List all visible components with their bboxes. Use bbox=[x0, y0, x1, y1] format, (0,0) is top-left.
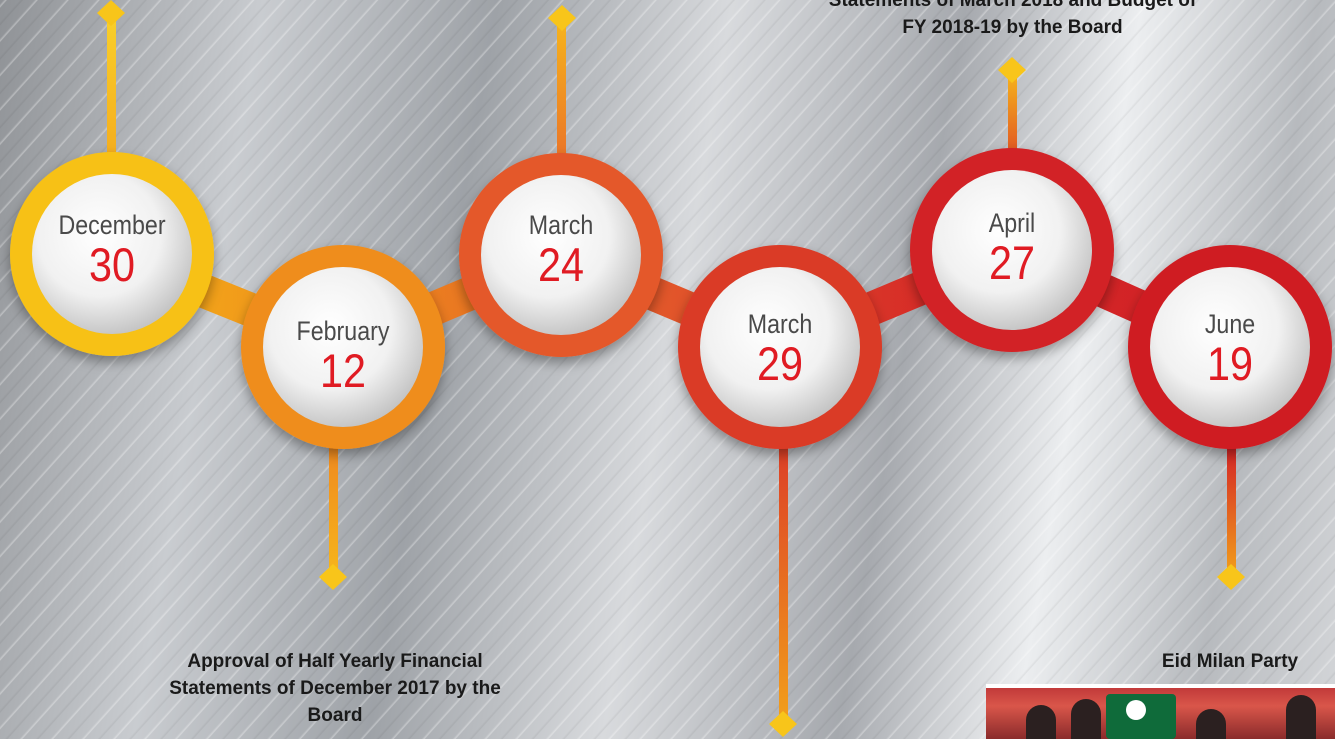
caption-line: FY 2018-19 by the Board bbox=[902, 17, 1123, 38]
disc-june bbox=[1150, 267, 1310, 427]
node-month: June bbox=[1204, 309, 1256, 339]
disc-march-29 bbox=[700, 267, 860, 427]
node-day: 24 bbox=[537, 238, 585, 291]
caption-line: Approval of Half Yearly Financial bbox=[187, 651, 483, 672]
node-month: March bbox=[747, 309, 813, 339]
node-month: March bbox=[528, 210, 594, 240]
diamond-icon bbox=[1217, 564, 1245, 590]
connector-stems bbox=[107, 18, 1236, 725]
node-december: December 30 bbox=[32, 210, 192, 291]
caption-line: Board bbox=[307, 705, 363, 726]
node-day: 27 bbox=[988, 236, 1036, 289]
disc-march-24 bbox=[481, 175, 641, 335]
node-april: April 27 bbox=[932, 208, 1092, 289]
disc-april bbox=[932, 170, 1092, 330]
event-photo bbox=[986, 684, 1335, 739]
diamond-markers bbox=[97, 0, 1245, 737]
stem-february bbox=[329, 430, 338, 576]
caption-line: Statements of December 2017 by the bbox=[169, 678, 501, 699]
node-june: June 19 bbox=[1150, 309, 1310, 390]
person-figure bbox=[1196, 709, 1226, 739]
node-march-29: March 29 bbox=[700, 309, 860, 390]
node-day: 19 bbox=[1206, 337, 1254, 390]
stem-april bbox=[1008, 72, 1017, 202]
stem-december bbox=[107, 18, 116, 203]
caption-june: Eid Milan Party bbox=[1060, 648, 1335, 675]
node-month: December bbox=[58, 210, 166, 240]
diamond-icon bbox=[319, 564, 347, 590]
person-figure bbox=[1071, 699, 1101, 739]
node-day: 30 bbox=[88, 238, 136, 291]
caption-april: Statements of March 2018 and Budget of F… bbox=[720, 0, 1305, 41]
stem-march-24 bbox=[557, 18, 566, 188]
crescent-icon bbox=[1126, 700, 1146, 720]
node-month: February bbox=[296, 316, 390, 346]
diamond-icon bbox=[548, 5, 576, 31]
caption-february: Approval of Half Yearly Financial Statem… bbox=[95, 648, 575, 729]
timeline-discs bbox=[32, 170, 1310, 427]
stem-june bbox=[1227, 440, 1236, 576]
node-february: February 12 bbox=[263, 316, 423, 397]
caption-line: Statements of March 2018 and Budget of bbox=[828, 0, 1197, 11]
node-month: April bbox=[988, 208, 1036, 238]
diamond-icon bbox=[97, 0, 125, 26]
stem-march-29 bbox=[779, 440, 788, 725]
person-figure bbox=[1286, 695, 1316, 739]
node-day: 12 bbox=[319, 344, 367, 397]
diamond-icon bbox=[769, 711, 797, 737]
person-figure bbox=[1026, 705, 1056, 739]
node-day: 29 bbox=[756, 337, 804, 390]
caption-line: Eid Milan Party bbox=[1161, 651, 1299, 672]
disc-december bbox=[32, 174, 192, 334]
diamond-icon bbox=[998, 57, 1026, 83]
disc-february bbox=[263, 267, 423, 427]
node-march-24: March 24 bbox=[481, 210, 641, 291]
